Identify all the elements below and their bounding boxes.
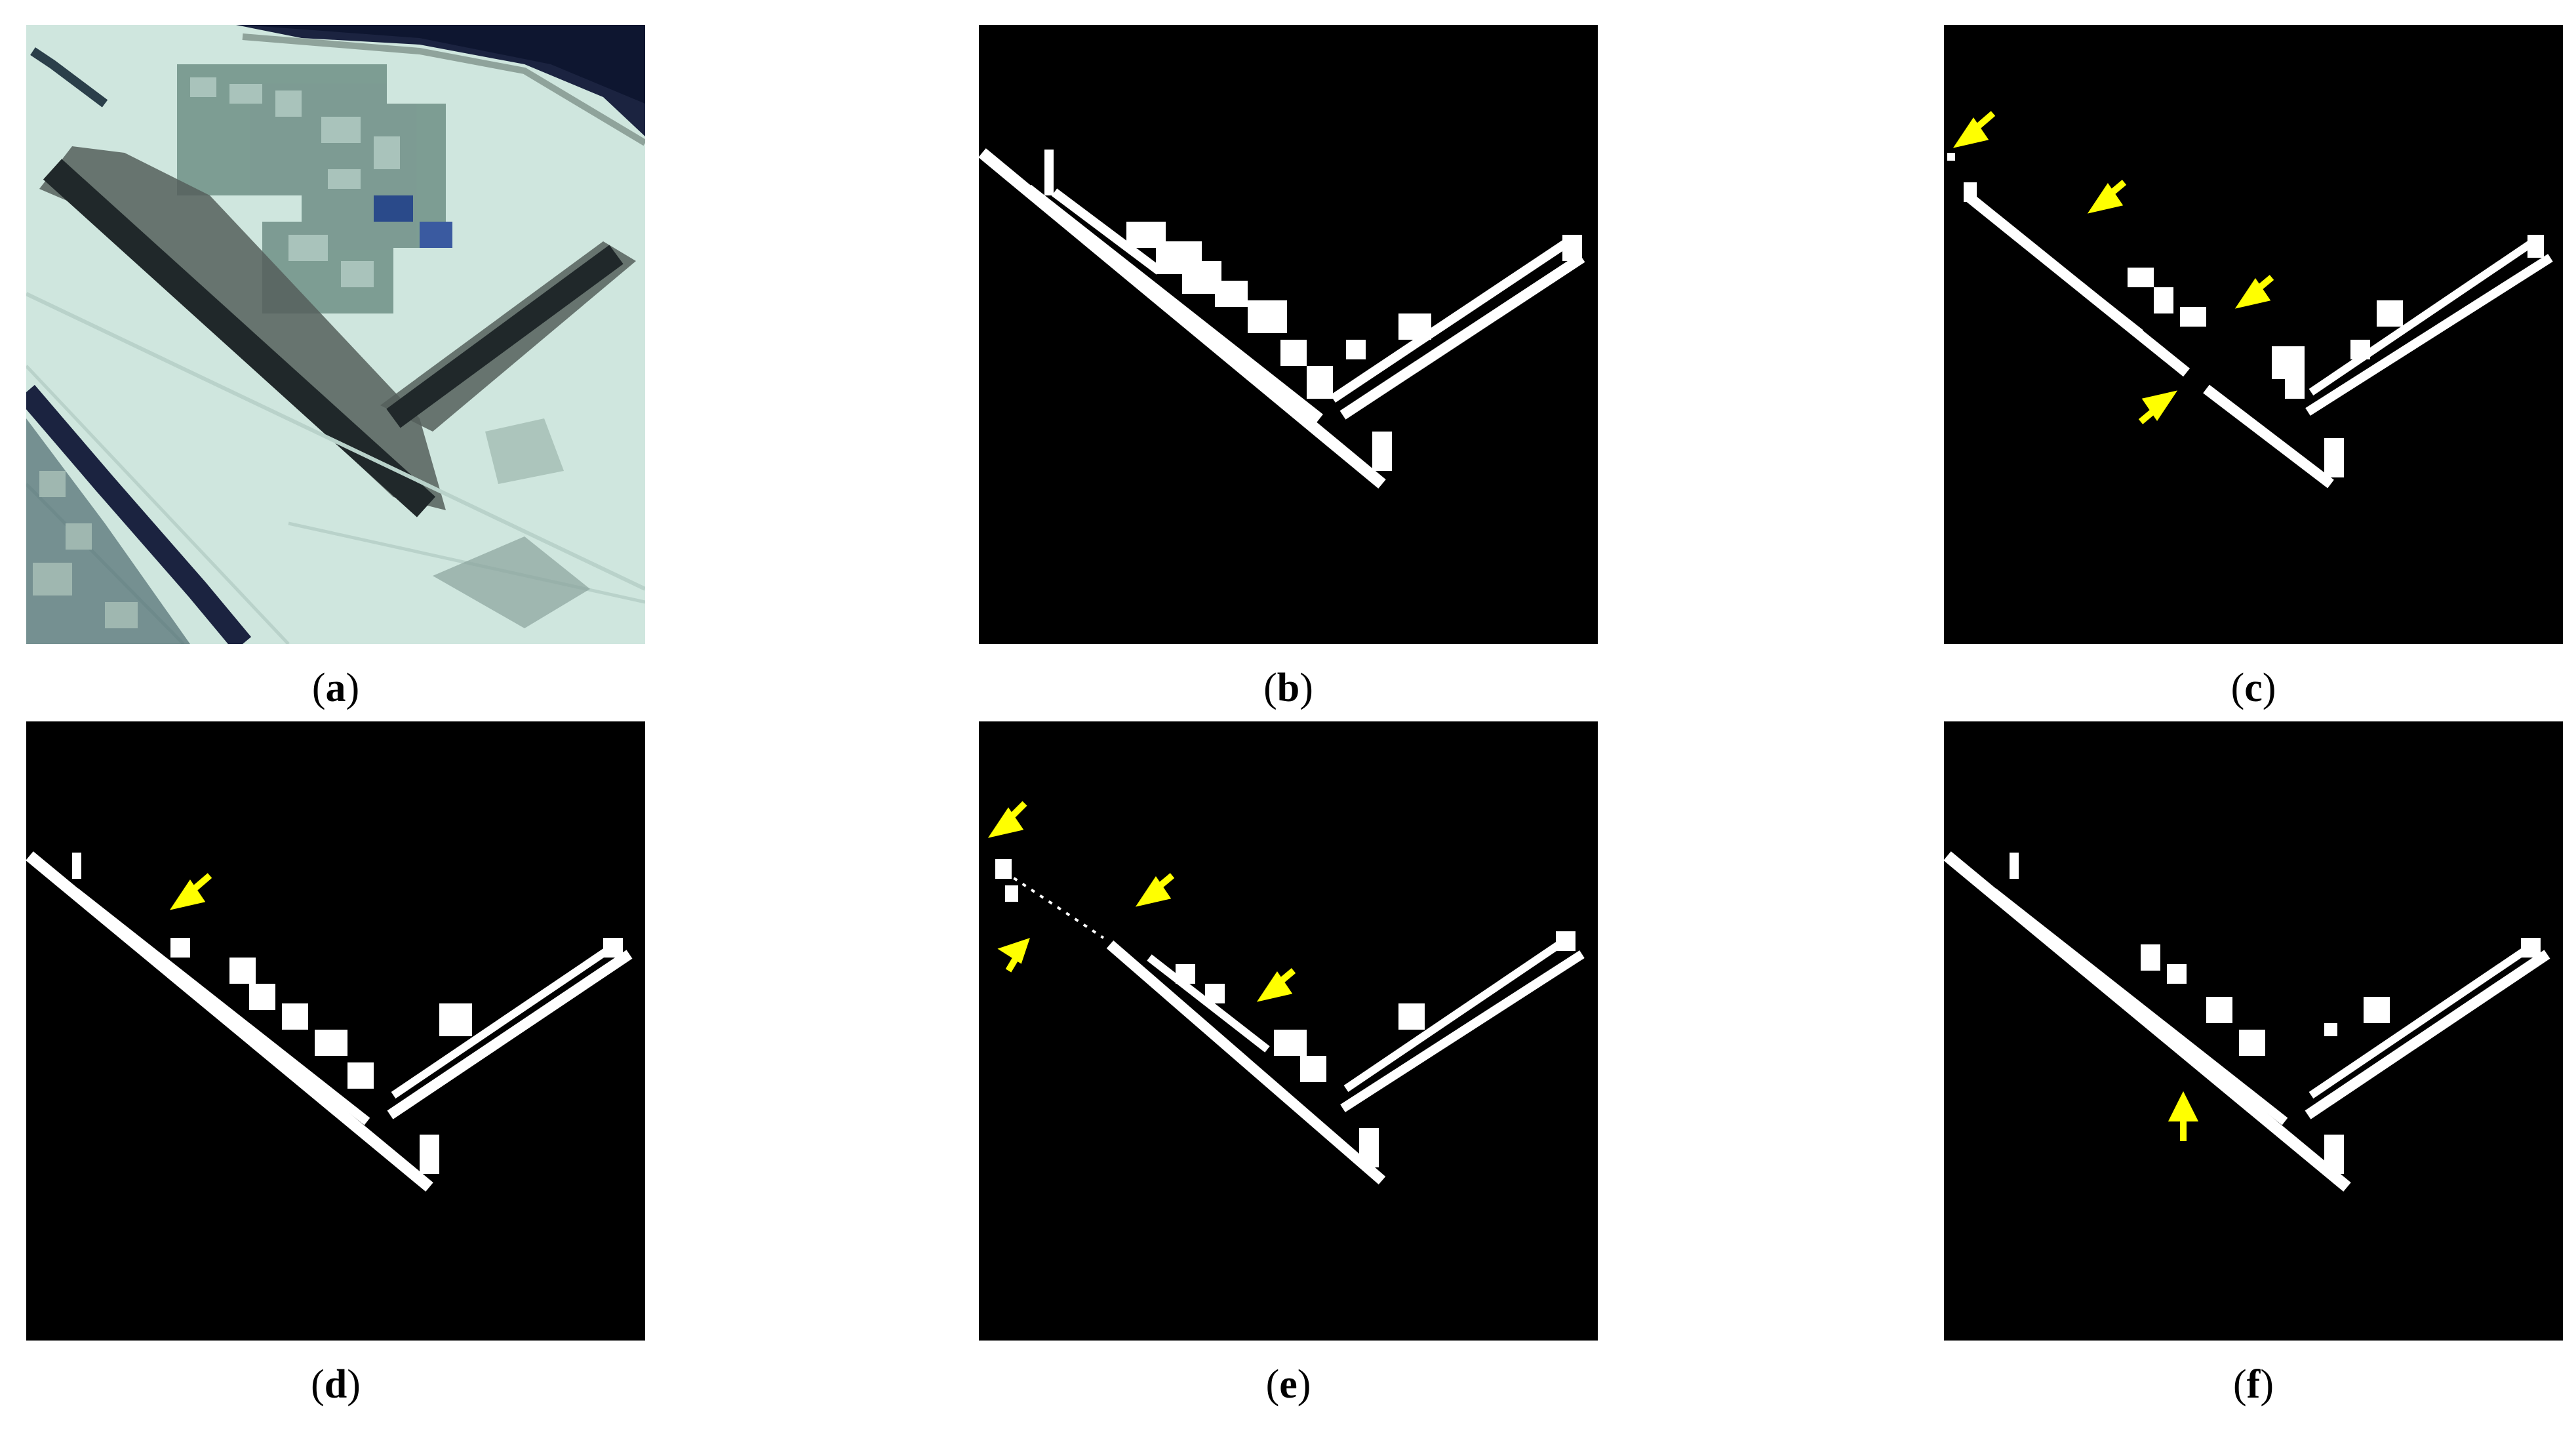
panel-a-satellite-image [26, 25, 645, 644]
predicted-mask [979, 721, 1598, 1341]
predicted-mask [26, 721, 645, 1341]
panel-e-predicted-mask [979, 721, 1598, 1341]
panel-f-predicted-mask [1944, 721, 2563, 1341]
satellite-image [26, 25, 645, 644]
caption-c: (c) [2230, 666, 2276, 710]
predicted-mask [1944, 25, 2563, 644]
panel-d-predicted-mask [26, 721, 645, 1341]
arrow-icons [169, 873, 212, 910]
caption-a: (a) [311, 666, 360, 710]
caption-d: (d) [311, 1362, 361, 1407]
caption-f: (f) [2233, 1362, 2274, 1407]
panel-b-ground-truth-mask [979, 25, 1598, 644]
arrow-icons [2168, 1091, 2199, 1141]
arrow-icons [987, 801, 1296, 1002]
caption-b: (b) [1263, 666, 1313, 710]
ground-truth-mask [979, 25, 1598, 644]
panel-c-predicted-mask [1944, 25, 2563, 644]
predicted-mask [1944, 721, 2563, 1341]
caption-e: (e) [1265, 1362, 1311, 1407]
arrow-icons [1952, 111, 2274, 424]
